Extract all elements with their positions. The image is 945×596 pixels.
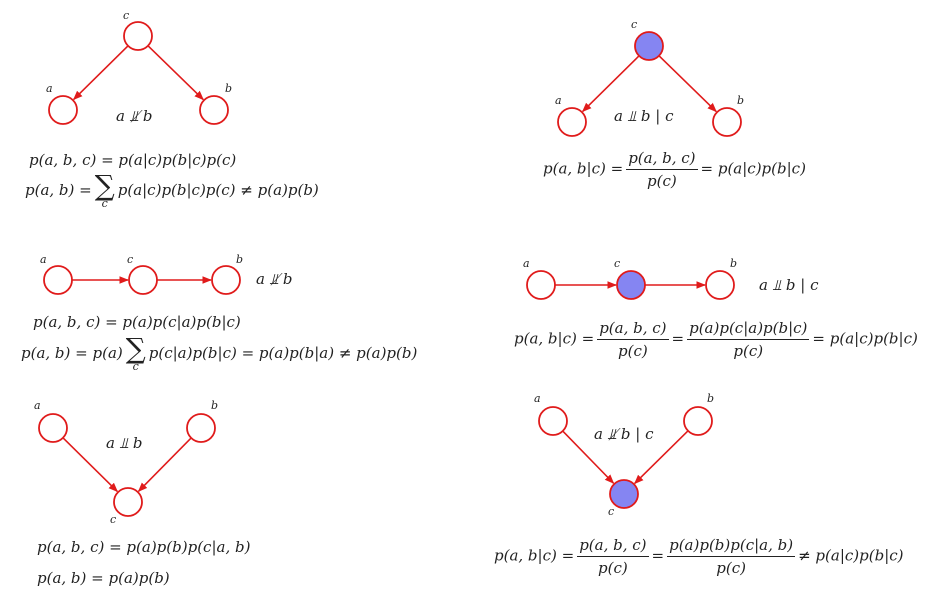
sum-subscript: c: [132, 360, 139, 373]
node-b: [186, 413, 216, 443]
sum-operator: ∑c: [94, 169, 115, 210]
independence-statement: a ⫫ b | c: [759, 276, 819, 294]
fraction: p(a)p(c|a)p(b|c) p(c): [687, 318, 810, 361]
node-label-c: c: [614, 257, 620, 270]
node-a: [526, 270, 556, 300]
fraction-denominator: p(c): [646, 172, 677, 190]
equation-lhs: p(a, b|c) =: [514, 329, 595, 348]
node-a: [557, 107, 587, 137]
independence-statement: a ⫫ b | c: [614, 107, 674, 125]
edge-a-to-c: [562, 430, 615, 484]
node-c: [128, 265, 158, 295]
node-label-b: b: [225, 82, 232, 95]
equation-rhs: p(c|a)p(b|c) = p(a)p(b|a) ≠ p(a)p(b): [148, 344, 418, 362]
node-b: [712, 107, 742, 137]
diagram-head-to-tail-observed: a c b a ⫫ b | c: [523, 257, 819, 300]
node-label-b: b: [211, 399, 218, 412]
node-label-a: a: [40, 253, 47, 266]
node-label-a: a: [46, 82, 53, 95]
equation-lhs: p(a, b|c) =: [494, 546, 575, 565]
sum-operator: ∑c: [125, 332, 146, 373]
fraction-numerator: p(a, b, c): [626, 148, 698, 170]
node-label-a: a: [555, 94, 562, 107]
edge-a-to-c: [62, 437, 119, 493]
fraction-denominator: p(c): [716, 559, 746, 577]
node-label-c: c: [123, 9, 129, 22]
edge-c-to-b: [147, 45, 204, 101]
node-b: [683, 406, 713, 436]
fraction-denominator: p(c): [597, 559, 628, 577]
equation-lhs: p(a, b) = p(a): [21, 344, 123, 362]
equation-conditional-tail-to-tail: p(a, b|c) =p(a, b, c) p(c) = p(a|c)p(b|c): [543, 148, 806, 191]
fraction: p(a)p(b)p(c|a, b) p(c): [667, 535, 796, 578]
equation-lhs: p(a, b) =: [25, 181, 92, 199]
node-label-a: a: [534, 392, 541, 405]
equation-conditional-head-to-tail: p(a, b|c) =p(a, b, c) p(c) =p(a)p(c|a)p(b|…: [514, 318, 918, 361]
fraction-denominator: p(c): [733, 342, 764, 360]
edge-b-to-c: [633, 430, 689, 485]
equation-joint-head-to-head: p(a, b, c) = p(a)p(b)p(c|a, b): [37, 538, 251, 556]
independence-statement: a ⫫̸ b | c: [594, 425, 654, 443]
node-b: [199, 95, 229, 125]
equals-sign: =: [671, 329, 685, 348]
fraction-numerator: p(a, b, c): [597, 318, 669, 340]
equation-rhs: ≠ p(a|c)p(b|c): [798, 546, 904, 565]
node-label-a: a: [523, 257, 530, 270]
fraction: p(a, b, c) p(c): [597, 318, 669, 361]
equation-lhs: p(a, b|c) =: [543, 159, 624, 178]
equation-rhs: = p(a|c)p(b|c): [812, 329, 918, 348]
equals-sign: =: [651, 546, 665, 565]
equation-joint-tail-to-tail: p(a, b, c) = p(a|c)p(b|c)p(c): [29, 151, 237, 169]
node-c: [113, 487, 143, 517]
edge-c-to-a: [72, 45, 129, 101]
sum-subscript: c: [101, 197, 108, 210]
node-c-observed: [616, 270, 646, 300]
node-c: [123, 21, 153, 51]
node-label-b: b: [707, 392, 714, 405]
node-a: [538, 406, 568, 436]
fraction-numerator: p(a, b, c): [577, 535, 649, 557]
edge-c-to-a: [581, 55, 640, 113]
edge-b-to-c: [137, 437, 192, 493]
fraction-numerator: p(a)p(c|a)p(b|c): [687, 318, 810, 340]
node-label-c: c: [608, 505, 614, 518]
equation-rhs: p(a|c)p(b|c)p(c) ≠ p(a)p(b): [117, 181, 319, 199]
node-c-observed: [609, 479, 639, 509]
node-a: [43, 265, 73, 295]
equation-marginal-head-to-head: p(a, b) = p(a)p(b): [37, 569, 170, 587]
fraction: p(a, b, c) p(c): [626, 148, 698, 191]
independence-statement: a ⫫ b: [106, 434, 143, 452]
node-label-a: a: [34, 399, 41, 412]
equation-conditional-head-to-head: p(a, b|c) =p(a, b, c) p(c) =p(a)p(b)p(c|a,…: [494, 535, 904, 578]
node-label-c: c: [110, 513, 116, 526]
fraction-numerator: p(a)p(b)p(c|a, b): [667, 535, 796, 557]
diagram-head-to-head-observed: a b c a ⫫̸ b | c: [534, 392, 714, 518]
diagram-tail-to-tail-observed: c a b a ⫫ b | c: [555, 18, 744, 137]
node-label-b: b: [730, 257, 737, 270]
node-a: [48, 95, 78, 125]
node-c-observed: [634, 31, 664, 61]
fraction: p(a, b, c) p(c): [577, 535, 649, 578]
node-b: [705, 270, 735, 300]
independence-statement: a ⫫̸ b: [256, 270, 293, 288]
node-b: [211, 265, 241, 295]
equation-rhs: = p(a|c)p(b|c): [700, 159, 806, 178]
diagram-head-to-head-unobserved: a b c a ⫫ b: [34, 399, 218, 526]
fraction-denominator: p(c): [617, 342, 648, 360]
diagram-tail-to-tail-unobserved: c a b a ⫫̸ b: [46, 9, 232, 125]
node-label-c: c: [127, 253, 133, 266]
node-a: [38, 413, 68, 443]
edge-c-to-b: [658, 55, 717, 113]
independence-statement: a ⫫̸ b: [116, 107, 153, 125]
node-label-c: c: [631, 18, 637, 31]
equation-joint-head-to-tail: p(a, b, c) = p(a)p(c|a)p(b|c): [33, 313, 241, 331]
node-label-b: b: [236, 253, 243, 266]
diagram-head-to-tail-unobserved: a c b a ⫫̸ b: [40, 253, 293, 295]
node-label-b: b: [737, 94, 744, 107]
